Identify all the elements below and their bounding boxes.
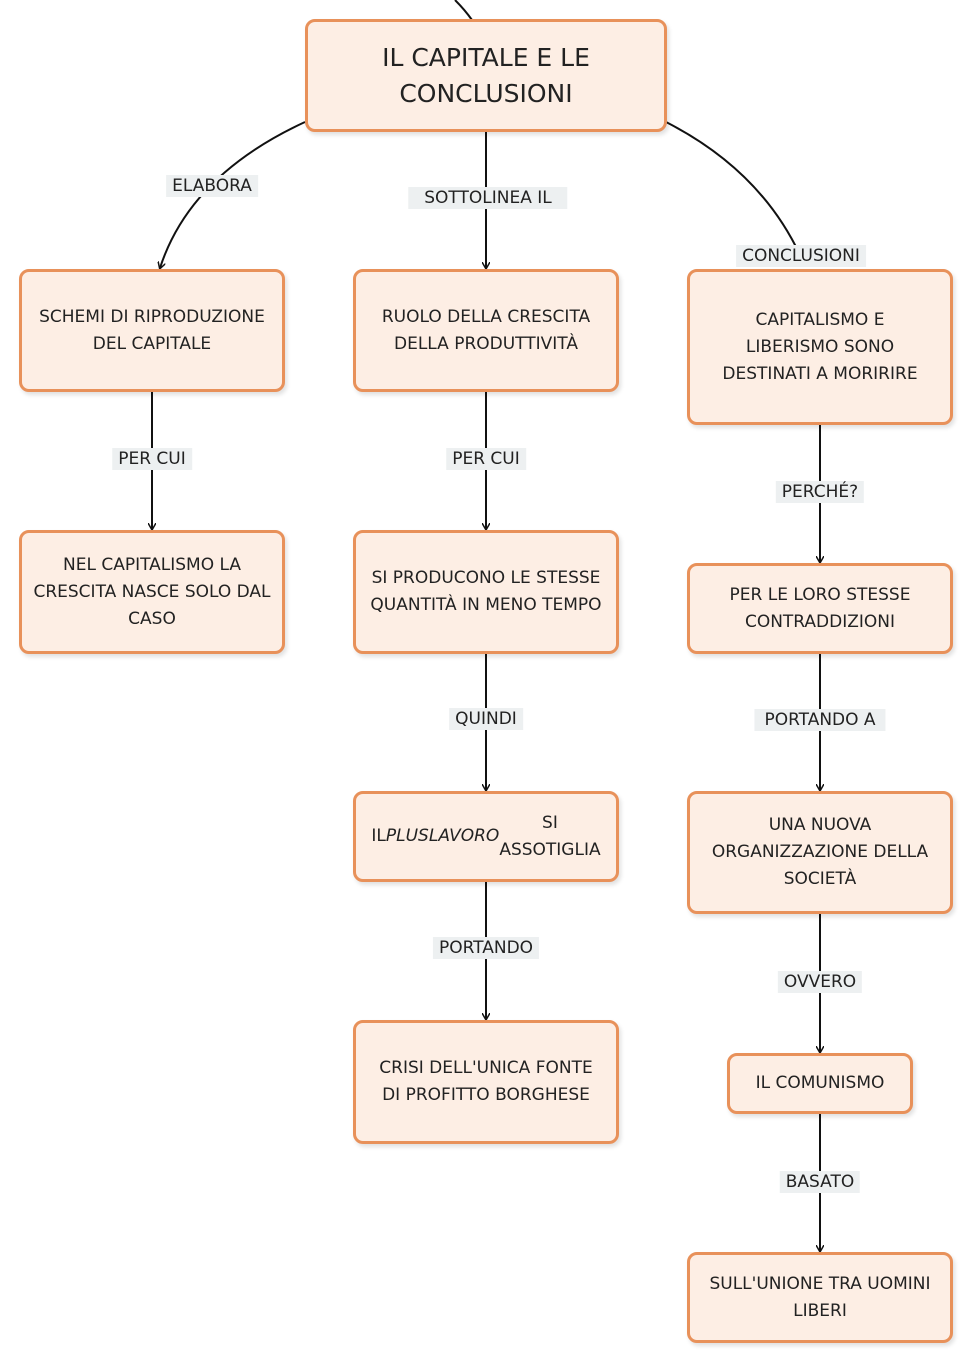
- node-nuova-organizzazione: UNA NUOVA ORGANIZZAZIONE DELLA SOCIETÀ: [687, 791, 953, 914]
- edge-label-sottolinea: SOTTOLINEA IL: [408, 187, 568, 209]
- edge-label-basato: BASATO: [779, 1171, 861, 1193]
- pluslavoro-italic: PLUSLAVORO: [385, 826, 500, 846]
- node-crisi-profitto: CRISI DELL'UNICA FONTE DI PROFITTO BORGH…: [353, 1020, 619, 1144]
- edge-label-ovvero: OVVERO: [777, 971, 863, 993]
- edge-label-quindi: QUINDI: [449, 708, 523, 730]
- edge-root-right: [665, 121, 801, 256]
- node-contraddizioni: PER LE LORO STESSE CONTRADDIZIONI: [687, 563, 953, 654]
- root-incoming-line: [454, 0, 473, 21]
- edge-label-per-cui-left: PER CUI: [112, 448, 192, 470]
- edge-label-perche: PERCHÉ?: [775, 481, 865, 503]
- edge-label-elabora: ELABORA: [166, 175, 258, 197]
- node-comunismo: IL COMUNISMO: [727, 1053, 913, 1114]
- node-unione-uomini: SULL'UNIONE TRA UOMINI LIBERI: [687, 1252, 953, 1343]
- node-ruolo-crescita: RUOLO DELLA CRESCITA DELLA PRODUTTIVITÀ: [353, 269, 619, 392]
- pluslavoro-post: SI ASSOTIGLIA: [499, 812, 601, 860]
- edge-label-per-cui-middle: PER CUI: [446, 448, 526, 470]
- edge-label-portando-a: PORTANDO A: [754, 709, 886, 731]
- node-pluslavoro: IL PLUSLAVORO SI ASSOTIGLIA: [353, 791, 619, 882]
- node-schemi-riproduzione: SCHEMI DI RIPRODUZIONE DEL CAPITALE: [19, 269, 285, 392]
- edge-label-portando: PORTANDO: [432, 937, 540, 959]
- node-capitalismo-liberismo: CAPITALISMO E LIBERISMO SONO DESTINATI A…: [687, 269, 953, 425]
- node-stesse-quantita: SI PRODUCONO LE STESSE QUANTITÀ IN MENO …: [353, 530, 619, 654]
- node-crescita-caso: NEL CAPITALISMO LA CRESCITA NASCE SOLO D…: [19, 530, 285, 654]
- edge-label-conclusioni: CONCLUSIONI: [736, 245, 866, 267]
- root-node: IL CAPITALE E LE CONCLUSIONI: [305, 19, 667, 132]
- pluslavoro-pre: IL: [371, 826, 386, 846]
